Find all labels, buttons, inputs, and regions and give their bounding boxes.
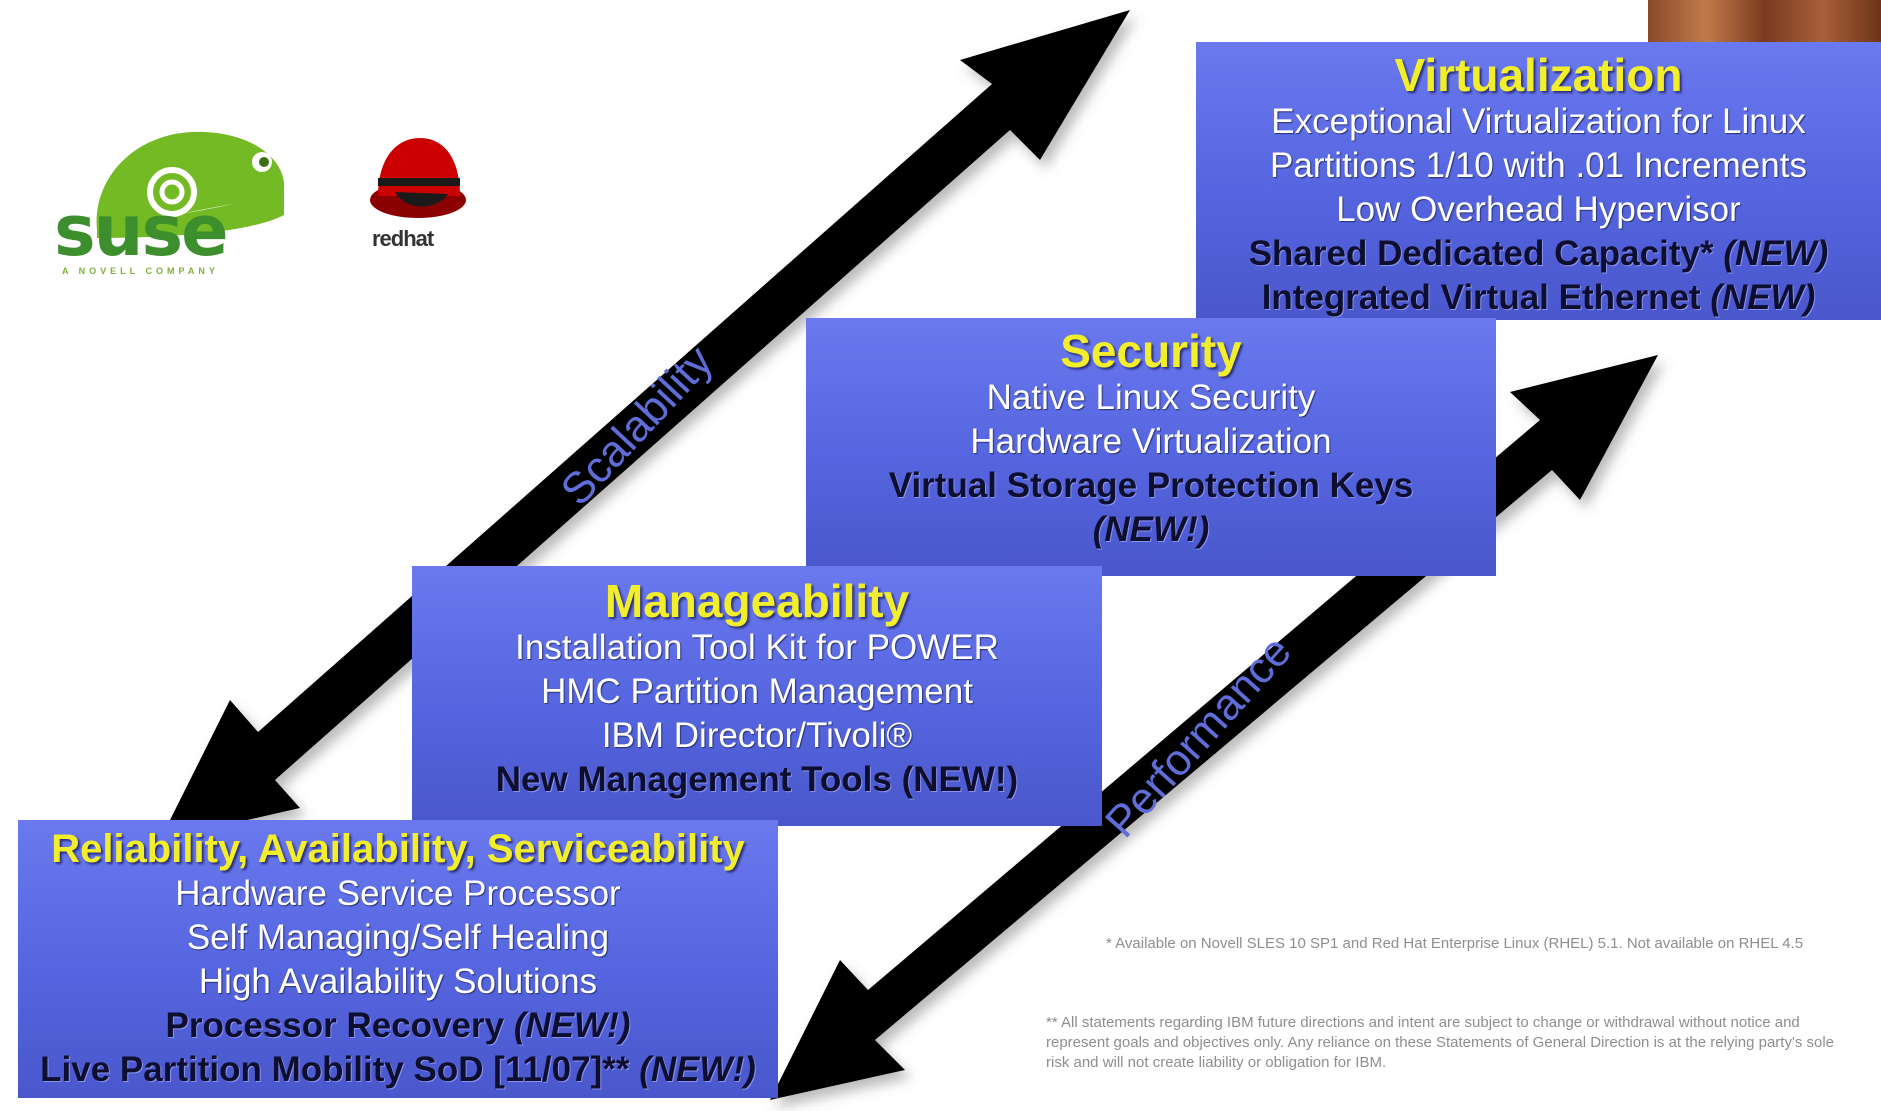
corner-photo (1648, 0, 1881, 42)
virtual-ethernet-new-tag: (NEW) (1710, 278, 1816, 317)
storage-keys-text: Virtual Storage Protection Keys (888, 466, 1414, 505)
virtualization-line-1: Exceptional Virtualization for Linux (1271, 102, 1806, 141)
partition-mobility-new-tag: (NEW!) (639, 1050, 756, 1089)
security-new-line-1: Virtual Storage Protection Keys (806, 464, 1496, 508)
virtualization-line-2: Partitions 1/10 with .01 Increments (1270, 146, 1807, 185)
footnote-statements-of-direction: ** All statements regarding IBM future d… (1046, 1014, 1835, 1071)
suse-wordmark: suse (54, 190, 229, 272)
scalability-label: Scalability (551, 337, 722, 515)
redhat-logo: redhat (360, 130, 480, 260)
manageability-line-2: HMC Partition Management (541, 672, 973, 711)
ras-line-1: Hardware Service Processor (175, 874, 621, 913)
storage-keys-new-tag: (NEW!) (1092, 510, 1210, 549)
ras-new-line-1: Processor Recovery (NEW!) (18, 1004, 778, 1048)
processor-recovery-new-tag: (NEW!) (513, 1006, 631, 1045)
ras-new-line-2: Live Partition Mobility SoD [11/07]** (N… (18, 1048, 778, 1092)
performance-label: Performance (1096, 627, 1301, 847)
security-line-1: Native Linux Security (986, 378, 1316, 417)
shared-capacity-text: Shared Dedicated Capacity* (1248, 234, 1714, 273)
redhat-shadowman-icon (370, 138, 466, 218)
virtualization-new-line-1: Shared Dedicated Capacity* (NEW) (1196, 232, 1881, 276)
ras-line-3: High Availability Solutions (198, 962, 598, 1001)
redhat-wordmark: redhat (372, 226, 434, 251)
suse-chameleon-icon (96, 131, 285, 238)
processor-recovery-text: Processor Recovery (165, 1006, 505, 1045)
virtualization-title: Virtualization (1394, 49, 1683, 101)
security-box: Security Native Linux Security Hardware … (806, 318, 1496, 576)
suse-tagline: A NOVELL COMPANY (62, 266, 219, 276)
security-new-line-2: (NEW!) (806, 508, 1496, 552)
virtualization-line-3: Low Overhead Hypervisor (1336, 190, 1741, 229)
manageability-line-3: IBM Director/Tivoli® (601, 716, 913, 755)
manageability-title: Manageability (604, 575, 910, 627)
manageability-line-1: Installation Tool Kit for POWER (515, 628, 999, 667)
partition-mobility-text: Live Partition Mobility SoD [11/07]** (40, 1050, 630, 1089)
ras-box: Reliability, Availability, Serviceabilit… (18, 820, 778, 1098)
virtualization-new-line-2: Integrated Virtual Ethernet (NEW) (1196, 276, 1881, 320)
management-tools-text: New Management Tools (NEW!) (495, 760, 1019, 799)
manageability-box: Manageability Installation Tool Kit for … (412, 566, 1102, 826)
virtual-ethernet-text: Integrated Virtual Ethernet (1261, 278, 1701, 317)
footnote-availability: * Available on Novell SLES 10 SP1 and Re… (1106, 935, 1804, 952)
ras-title: Reliability, Availability, Serviceabilit… (51, 827, 745, 871)
security-line-2: Hardware Virtualization (970, 422, 1332, 461)
virtualization-box: Virtualization Exceptional Virtualizatio… (1196, 42, 1881, 320)
suse-logo: suse A NOVELL COMPANY (52, 120, 292, 280)
scalability-arrow (160, 10, 1130, 840)
manageability-new-line-1: New Management Tools (NEW!) (412, 758, 1102, 802)
ras-line-2: Self Managing/Self Healing (186, 918, 610, 957)
security-title: Security (1060, 325, 1242, 377)
shared-capacity-new-tag: (NEW) (1723, 234, 1829, 273)
